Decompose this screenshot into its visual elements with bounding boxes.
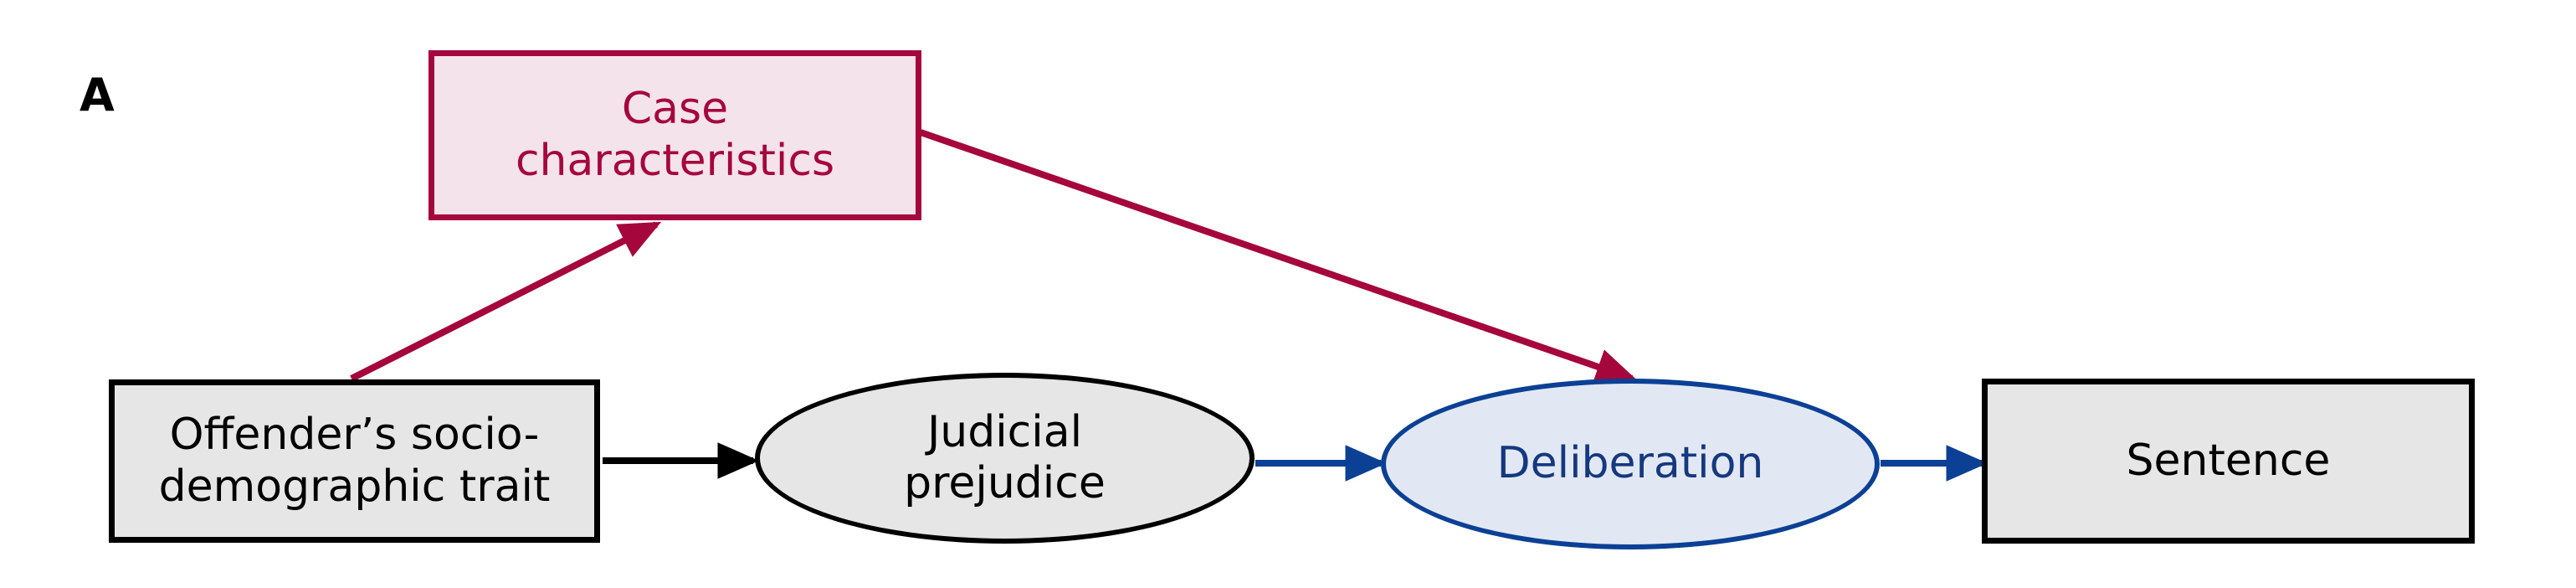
node-case-characteristics[interactable]: Case characteristics	[428, 50, 921, 220]
node-offender-trait[interactable]: Offender’s socio- demographic trait	[109, 379, 600, 543]
edge-case-to-deliberation	[919, 129, 1638, 384]
node-judicial-prejudice-label: Judicial prejudice	[904, 406, 1106, 508]
node-case-characteristics-label: Case characteristics	[515, 84, 835, 186]
panel-label-a: A	[80, 69, 115, 121]
node-offender-trait-label: Offender’s socio- demographic trait	[158, 410, 551, 512]
node-deliberation-label: Deliberation	[1496, 438, 1764, 489]
node-sentence[interactable]: Sentence	[1982, 379, 2475, 544]
edge-offender-to-case	[350, 221, 662, 382]
node-deliberation[interactable]: Deliberation	[1381, 379, 1880, 549]
node-sentence-label: Sentence	[2126, 435, 2331, 486]
node-judicial-prejudice[interactable]: Judicial prejudice	[755, 373, 1255, 544]
